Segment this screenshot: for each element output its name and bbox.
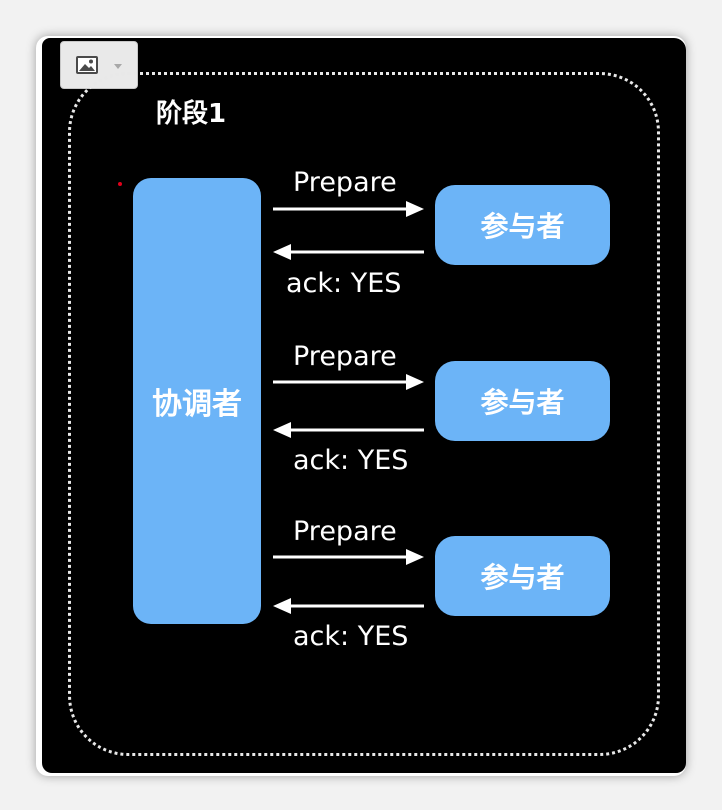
ack-label-2: ack: YES (293, 445, 409, 476)
arrow-head (273, 422, 291, 438)
participant-node-2: 参与者 (435, 361, 610, 441)
red-dot-marker (118, 182, 122, 186)
coordinator-node: 协调者 (133, 178, 261, 624)
image-icon (76, 56, 98, 74)
arrow-head (406, 549, 424, 565)
prepare-label-2: Prepare (293, 341, 397, 372)
prepare-label-3: Prepare (293, 516, 397, 547)
ack-label-1: ack: YES (286, 268, 402, 299)
participant-node-1: 参与者 (435, 185, 610, 265)
ack-label-3: ack: YES (293, 621, 409, 652)
chevron-down-icon (114, 64, 122, 69)
arrow-head (406, 374, 424, 390)
prepare-label-1: Prepare (293, 167, 397, 198)
coordinator-label: 协调者 (152, 387, 242, 422)
participant-label: 参与者 (480, 561, 565, 594)
participant-label: 参与者 (480, 386, 565, 419)
participant-label: 参与者 (480, 210, 565, 243)
phase-boundary (68, 72, 660, 756)
arrow-head (273, 244, 291, 260)
phase-title: 阶段1 (156, 99, 227, 129)
participant-node-3: 参与者 (435, 536, 610, 616)
arrow-head (406, 201, 424, 217)
arrow-head (273, 598, 291, 614)
